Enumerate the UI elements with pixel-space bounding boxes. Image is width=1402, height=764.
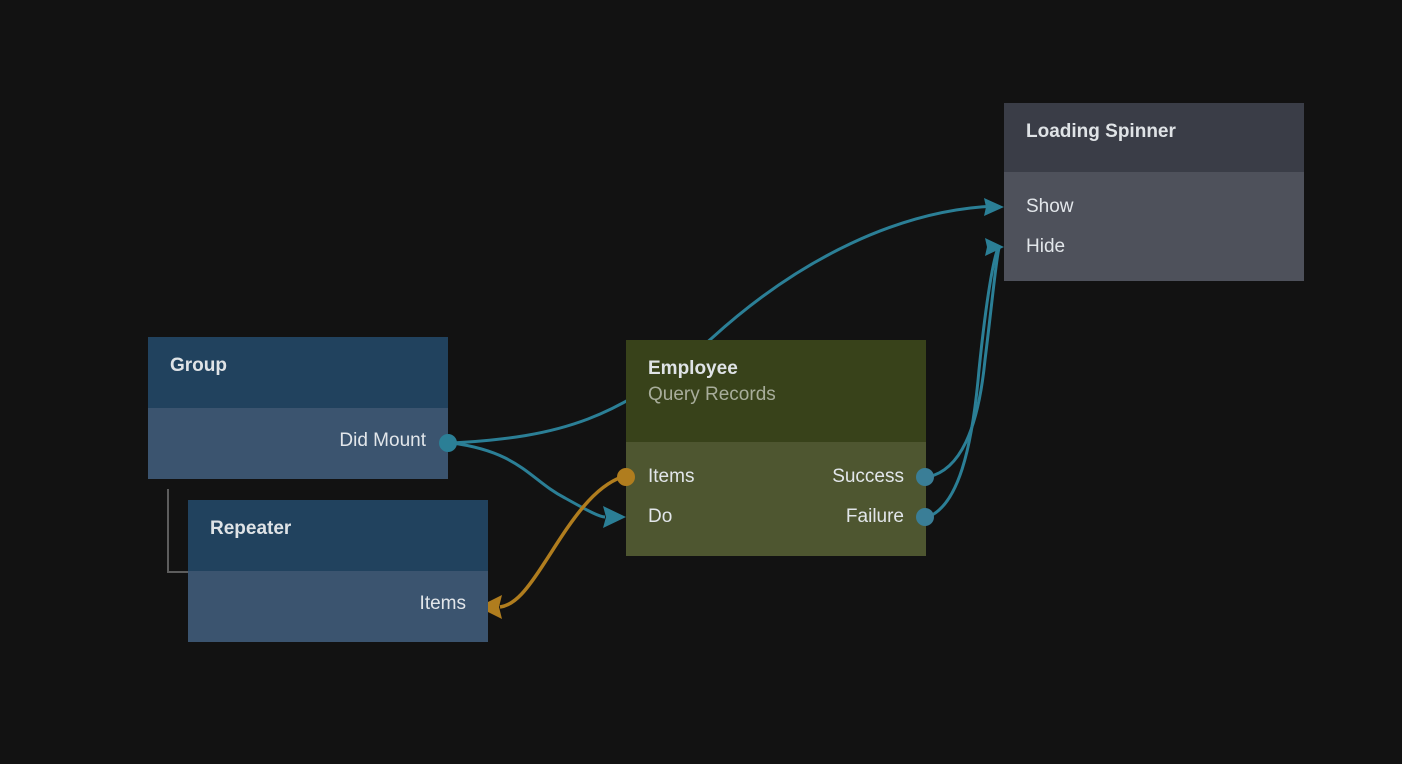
node-loading-spinner-body[interactable]: Show Hide bbox=[1004, 172, 1304, 281]
arrowhead-hide bbox=[985, 238, 1004, 256]
node-loading-spinner-title: Loading Spinner bbox=[1026, 121, 1176, 142]
node-group-body[interactable]: Did Mount bbox=[148, 408, 448, 479]
node-employee-header[interactable]: Employee Query Records bbox=[626, 340, 926, 442]
port-spinner-show-label: Show bbox=[1026, 196, 1074, 217]
node-employee-title: Employee bbox=[648, 358, 738, 379]
wire-items-to-repeater bbox=[499, 475, 623, 609]
arrowhead-show bbox=[984, 198, 1004, 216]
port-employee-items[interactable]: Items bbox=[648, 464, 694, 490]
node-repeater-header[interactable]: Repeater bbox=[188, 500, 488, 571]
port-employee-items-label: Items bbox=[648, 466, 695, 487]
port-spinner-show[interactable]: Show bbox=[1026, 194, 1074, 220]
group-child-bracket bbox=[167, 489, 190, 573]
port-employee-failure-label: Failure bbox=[845, 506, 904, 527]
node-repeater-title: Repeater bbox=[210, 518, 292, 539]
node-repeater[interactable]: Repeater Items bbox=[188, 500, 488, 642]
port-spinner-hide-label: Hide bbox=[1026, 236, 1066, 257]
node-employee-subtitle: Query Records bbox=[648, 384, 776, 405]
wire-success-to-hide bbox=[927, 247, 1001, 479]
port-employee-success[interactable]: Success bbox=[832, 464, 904, 490]
arrowhead-do bbox=[603, 506, 626, 528]
port-repeater-items-label: Items bbox=[419, 593, 466, 614]
node-loading-spinner[interactable]: Loading Spinner Show Hide bbox=[1004, 103, 1304, 281]
port-spinner-hide[interactable]: Hide bbox=[1026, 234, 1065, 260]
node-group-title: Group bbox=[170, 355, 227, 376]
wire-failure-to-hide bbox=[927, 247, 1000, 519]
node-group-header[interactable]: Group bbox=[148, 337, 448, 408]
node-employee-body[interactable]: Items Do Success Failure bbox=[626, 442, 926, 556]
port-employee-do-label: Do bbox=[648, 506, 673, 527]
node-employee[interactable]: Employee Query Records Items Do Success … bbox=[626, 340, 926, 556]
port-employee-failure[interactable]: Failure bbox=[846, 504, 904, 530]
port-group-did-mount[interactable]: Did Mount bbox=[339, 428, 426, 454]
port-group-did-mount-label: Did Mount bbox=[339, 430, 426, 451]
node-repeater-body[interactable]: Items bbox=[188, 571, 488, 642]
port-employee-do[interactable]: Do bbox=[648, 504, 672, 530]
port-employee-success-label: Success bbox=[832, 466, 904, 487]
node-loading-spinner-header[interactable]: Loading Spinner bbox=[1004, 103, 1304, 172]
node-group[interactable]: Group Did Mount bbox=[148, 337, 448, 479]
port-repeater-items[interactable]: Items bbox=[420, 591, 466, 617]
